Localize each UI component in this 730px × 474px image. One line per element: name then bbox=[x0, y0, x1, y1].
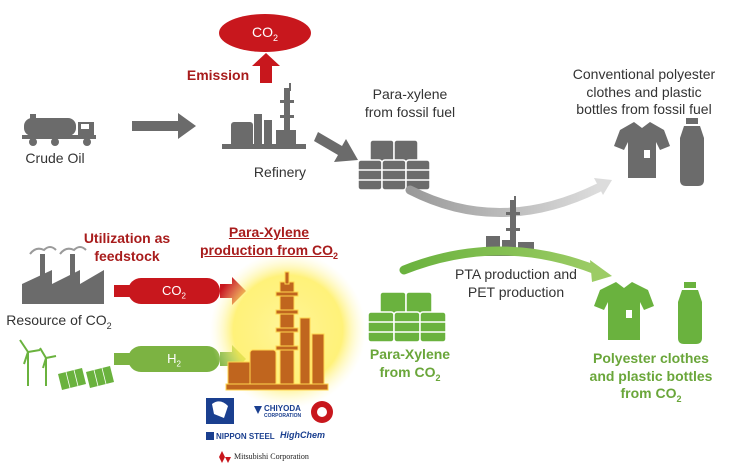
gray-bottle-icon bbox=[680, 118, 704, 186]
co2-plant-icon bbox=[225, 271, 329, 391]
solar-panel-icon bbox=[58, 366, 114, 390]
polyester-co2-line3: from CO2 bbox=[576, 385, 726, 405]
gray-shirt-icon bbox=[614, 122, 670, 178]
utilization-label: Utilization as feedstock bbox=[72, 230, 182, 265]
utilization-line1: Utilization as bbox=[83, 230, 171, 246]
resource-co2-base: Resource of CO bbox=[6, 312, 107, 328]
factory-icon bbox=[22, 246, 104, 304]
h2-pill-sub: 2 bbox=[176, 359, 181, 369]
co2-pill bbox=[128, 278, 220, 304]
px-from-co2-line2-base: from CO bbox=[379, 363, 436, 380]
conventional-label: Conventional polyester clothes and plast… bbox=[558, 66, 730, 119]
crude-oil-label: Crude Oil bbox=[25, 150, 85, 166]
co2-connector bbox=[114, 285, 130, 297]
resource-co2-label: Resource of CO2 bbox=[0, 312, 118, 332]
emission-co2-sub: 2 bbox=[272, 32, 278, 43]
fossil-flow-curve bbox=[405, 183, 603, 217]
px-co2-production-label: Para-Xylene production from CO2 bbox=[194, 224, 344, 262]
fossil-flow-arrowhead bbox=[594, 178, 612, 195]
pta-line1: PTA production and bbox=[455, 266, 577, 282]
px-co2-production-line2-sub: 2 bbox=[332, 250, 338, 261]
crude-to-refinery-arrow bbox=[132, 113, 196, 139]
px-from-co2-label: Para-Xylene from CO2 bbox=[356, 346, 464, 384]
emission-co2-base: CO bbox=[251, 24, 273, 40]
paraxylene-fossil-label: Para-xylene from fossil fuel bbox=[350, 86, 470, 121]
polyester-co2-line3-base: from CO bbox=[620, 385, 677, 401]
refinery-to-paraxylene-arrow bbox=[314, 132, 358, 162]
px-from-co2-line1: Para-Xylene bbox=[369, 346, 451, 362]
px-co2-production-line2-base: production from CO bbox=[199, 241, 333, 258]
polyester-co2-label: Polyester clothes and plastic bottles fr… bbox=[576, 350, 726, 405]
paraxylene-fossil-line2: from fossil fuel bbox=[364, 103, 456, 120]
logo-highchem-text: HighChem bbox=[280, 430, 325, 440]
refinery-label: Refinery bbox=[253, 164, 307, 180]
tanker-truck-icon bbox=[22, 114, 96, 146]
green-flow-curve bbox=[399, 246, 601, 275]
logo-ihi-icon bbox=[206, 398, 234, 424]
conventional-line3: bottles from fossil fuel bbox=[576, 101, 712, 117]
polyester-co2-line1: Polyester clothes bbox=[593, 350, 709, 366]
co2-pill-sub: 2 bbox=[181, 291, 186, 301]
logo-nippon-steel-icon bbox=[206, 432, 214, 440]
px-from-co2-line2-sub: 2 bbox=[435, 372, 441, 383]
refinery-icon bbox=[222, 83, 306, 149]
paraxylene-fossil-line1: Para-xylene bbox=[372, 86, 448, 102]
green-flow-arrowhead bbox=[590, 260, 612, 282]
pta-label: PTA production and PET production bbox=[446, 266, 586, 301]
green-bottle-icon bbox=[678, 282, 702, 344]
green-shirt-icon bbox=[594, 282, 654, 340]
co2-pill-label: CO2 bbox=[128, 283, 220, 302]
co2-pill-base: CO bbox=[162, 283, 182, 298]
pta-line2: PET production bbox=[467, 283, 565, 300]
conventional-line2: clothes and plastic bbox=[586, 83, 702, 100]
px-co2-production-line2: production from CO2 bbox=[194, 242, 344, 262]
logo-chiyoda-sub: CORPORATION bbox=[264, 413, 302, 419]
emission-arrow bbox=[252, 53, 280, 83]
h2-pill bbox=[128, 346, 220, 372]
logo-chiyoda-name: CHIYODA bbox=[264, 404, 301, 413]
logo-chiyoda-text: CHIYODA CORPORATION bbox=[264, 404, 301, 419]
emission-co2-label: CO2 bbox=[230, 24, 300, 44]
logo-jx-icon bbox=[311, 401, 333, 423]
logo-chiyoda-icon bbox=[254, 406, 262, 414]
logo-nippon-steel-text: NIPPON STEEL bbox=[216, 432, 275, 441]
h2-pill-base: H bbox=[167, 351, 177, 366]
utilization-line2: feedstock bbox=[94, 247, 160, 264]
polyester-co2-line3-sub: 2 bbox=[676, 393, 682, 404]
px-co2-production-line1: Para-Xylene bbox=[228, 224, 310, 240]
logo-mitsubishi-icon bbox=[219, 451, 231, 463]
emission-co2-ellipse bbox=[219, 14, 311, 52]
resource-co2-sub: 2 bbox=[106, 320, 112, 331]
green-barrels-icon bbox=[367, 291, 447, 343]
conventional-line1: Conventional polyester bbox=[572, 66, 716, 82]
h2-pill-label: H2 bbox=[128, 351, 220, 370]
px-from-co2-line2: from CO2 bbox=[356, 364, 464, 384]
polyester-co2-line2: and plastic bottles bbox=[589, 367, 713, 384]
fossil-barrels-icon bbox=[357, 139, 431, 191]
h2-connector bbox=[114, 353, 130, 365]
wind-turbine-icon bbox=[19, 339, 57, 386]
logo-mitsubishi-text: Mitsubishi Corporation bbox=[234, 452, 309, 461]
emission-label: Emission bbox=[186, 67, 250, 83]
